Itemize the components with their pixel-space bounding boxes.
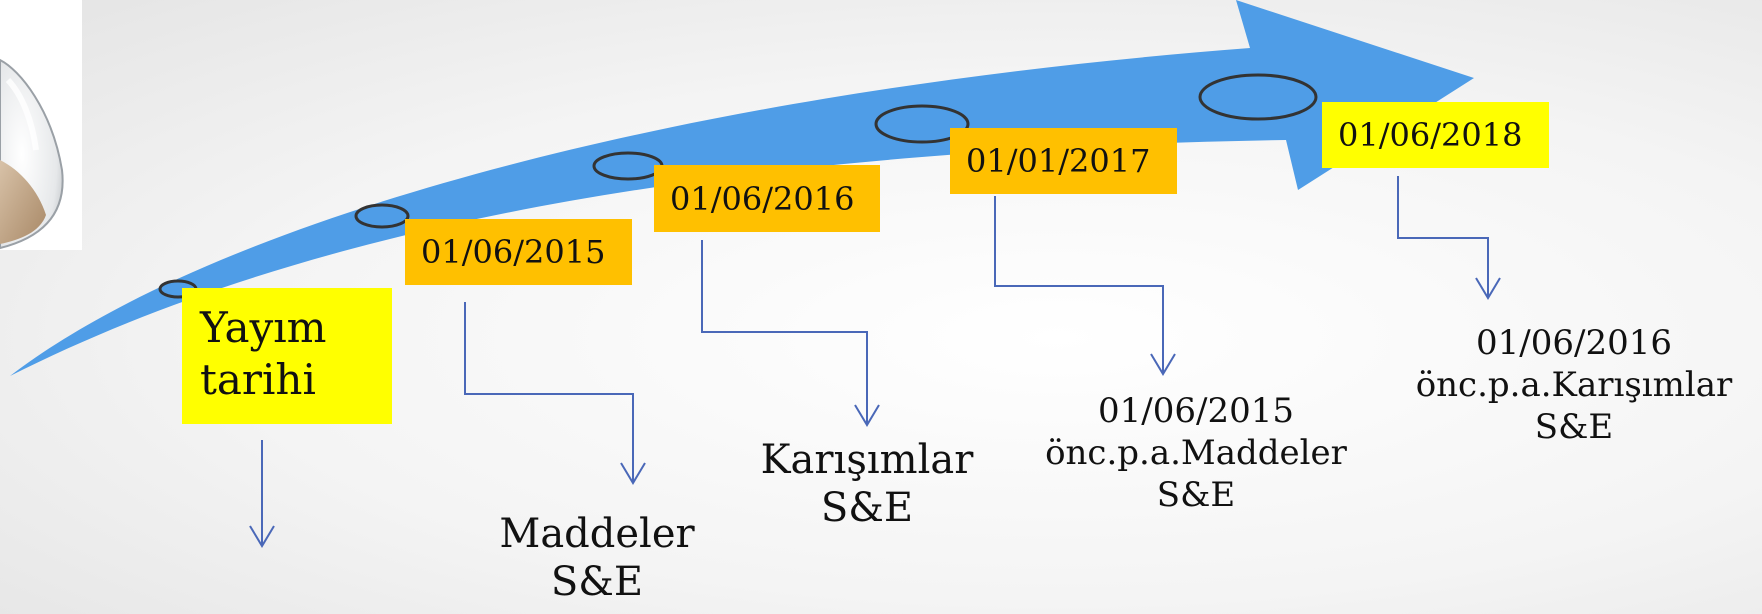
label-3-line-1: 01/06/2015 [1098, 391, 1294, 431]
hourglass-image [0, 0, 82, 250]
connector-1 [464, 302, 634, 481]
label-1-line-1: Maddeler [499, 511, 695, 557]
label-1-line-2: S&E [550, 559, 644, 605]
start-line-2: tarihi [200, 355, 316, 404]
connector-4 [1397, 176, 1489, 296]
label-3-line-2: önc.p.a.Maddeler [1045, 433, 1347, 473]
arrowhead-4 [1475, 277, 1501, 300]
date-box-4: 01/06/2018 [1322, 102, 1549, 168]
connectors [249, 176, 1501, 548]
milestone-label-4: 01/06/2016 önc.p.a.Karışımlar S&E [1394, 322, 1754, 448]
label-2-line-2: S&E [820, 485, 914, 531]
start-box-yayim-tarihi: Yayım tarihi [182, 288, 392, 424]
date-box-3: 01/01/2017 [950, 128, 1177, 194]
label-3-line-3: S&E [1156, 475, 1236, 515]
milestone-label-1: Maddeler S&E [472, 510, 722, 606]
connector-2 [701, 240, 868, 423]
timeline-arrow [10, 0, 1474, 376]
arrowhead-3 [1150, 353, 1176, 376]
marker-circle-2 [354, 203, 410, 229]
marker-circle-4 [874, 104, 970, 144]
date-box-1: 01/06/2015 [405, 219, 632, 285]
arrowhead-1 [620, 462, 646, 485]
connector-3 [994, 196, 1164, 372]
label-4-line-2: önc.p.a.Karışımlar [1415, 365, 1733, 405]
label-2-line-1: Karışımlar [760, 437, 974, 483]
arrowhead-start [249, 525, 275, 548]
marker-circle-5 [1198, 73, 1318, 121]
milestone-label-3: 01/06/2015 önc.p.a.Maddeler S&E [1016, 390, 1376, 516]
date-box-2: 01/06/2016 [654, 165, 880, 232]
milestone-label-2: Karışımlar S&E [742, 436, 992, 532]
label-4-line-3: S&E [1534, 407, 1614, 447]
label-4-line-1: 01/06/2016 [1476, 323, 1672, 363]
arrowhead-2 [854, 404, 880, 427]
start-line-1: Yayım [200, 303, 327, 352]
